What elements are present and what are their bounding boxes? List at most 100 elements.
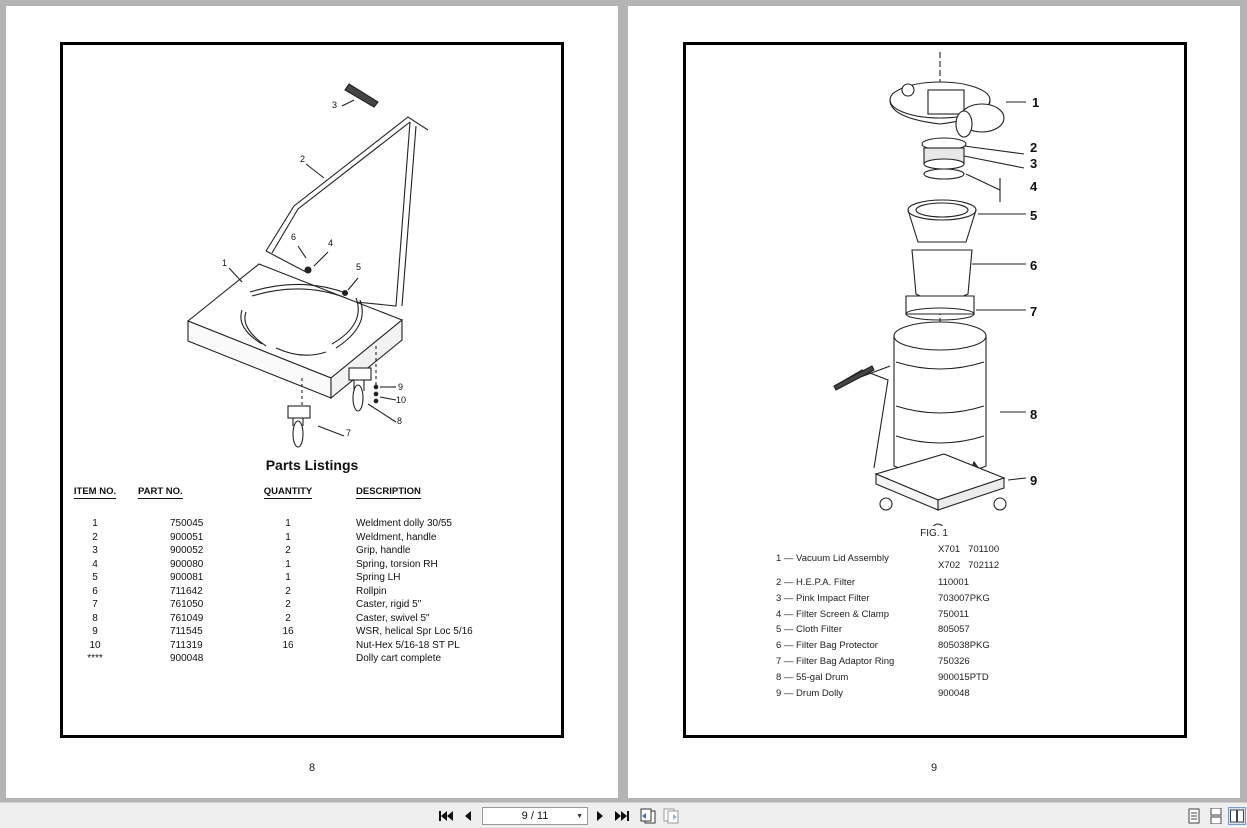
page-indicator: 9 / 11 <box>521 810 549 822</box>
prev-page-icon[interactable] <box>459 807 477 825</box>
header-part-no: PART NO. <box>138 486 183 499</box>
list-item-part-no: 750326 <box>938 655 970 667</box>
description-cell: Rollpin <box>356 585 387 597</box>
quantity-cell: 2 <box>285 612 291 624</box>
callout-1: 1 <box>1032 95 1039 110</box>
callout-9: 9 <box>1030 473 1037 488</box>
figure-caption: FIG. 1 <box>920 528 948 539</box>
list-item: 7 — Filter Bag Adaptor Ring 750326 <box>776 656 1136 672</box>
continuous-view-icon[interactable] <box>1207 807 1225 825</box>
description-cell: Caster, swivel 5" <box>356 612 430 624</box>
page-selector[interactable]: 9 / 11 ▼ <box>482 807 588 825</box>
last-page-icon[interactable] <box>613 807 631 825</box>
parts-table: ITEM NO. PART NO. QUANTITY DESCRIPTION 1… <box>52 486 498 666</box>
pdf-page-8: 1 2 3 4 5 6 7 8 9 10 Parts Listings ITEM… <box>6 6 618 798</box>
quantity-cell: 2 <box>285 545 291 556</box>
list-item-part-no: X701 701100 <box>938 544 1000 555</box>
first-page-icon[interactable] <box>437 807 455 825</box>
dolly-exploded-drawing: 1 2 3 4 5 6 7 8 9 10 <box>186 83 429 448</box>
description-cell: Spring LH <box>356 572 401 583</box>
list-item-part-no: 110001 <box>938 577 969 588</box>
quantity-cell: 1 <box>285 572 291 583</box>
single-page-view-icon[interactable] <box>1185 807 1203 825</box>
table-row: 6 711642 2 Rollpin <box>52 585 498 599</box>
go-back-icon[interactable] <box>639 807 657 825</box>
list-item: 9 — Drum Dolly 900048 <box>776 688 1136 704</box>
part-no-cell: 900051 <box>170 531 204 543</box>
list-item-part-no: 900015PTD <box>938 671 989 683</box>
list-item-label: 7 — Filter Bag Adaptor Ring <box>776 655 895 667</box>
page-number: 8 <box>308 762 316 774</box>
part-no-cell: 900081 <box>170 572 204 583</box>
list-item-part-no: 703007PKG <box>938 592 990 604</box>
item-no-cell: 1 <box>92 518 98 529</box>
page-border <box>60 42 564 738</box>
next-page-icon[interactable] <box>591 807 609 825</box>
description-cell: Dolly cart complete <box>356 653 442 664</box>
item-no-cell: 6 <box>92 585 98 597</box>
header-quantity: QUANTITY <box>263 486 313 499</box>
item-no-cell: 2 <box>92 531 98 543</box>
callout-2: 2 <box>1030 140 1037 155</box>
list-item-label: 1 — Vacuum Lid Assembly <box>776 553 889 564</box>
list-item: 2 — H.E.P.A. Filter 110001 <box>776 577 1136 593</box>
viewer-toolbar: 9 / 11 ▼ <box>0 802 1247 828</box>
list-item-part-no: X702 702112 <box>938 560 1000 571</box>
description-cell: Spring, torsion RH <box>356 558 438 570</box>
list-item-part-no: 805038PKG <box>938 640 990 652</box>
description-cell: WSR, helical Spr Loc 5/16 <box>356 626 473 637</box>
parts-listings-title: Parts Listings <box>265 457 359 473</box>
list-item-label: 2 — H.E.P.A. Filter <box>776 577 856 588</box>
callout-3: 3 <box>332 100 337 110</box>
description-cell: Weldment dolly 30/55 <box>356 518 452 529</box>
callout-6: 6 <box>291 232 296 242</box>
list-item-label: 4 — Filter Screen & Clamp <box>776 608 889 620</box>
list-item-part-no: 900048 <box>938 687 970 699</box>
callout-8: 8 <box>1030 407 1037 422</box>
description-cell: Weldment, handle <box>356 531 437 543</box>
quantity-cell <box>238 652 338 666</box>
list-item-label: 9 — Drum Dolly <box>776 687 844 699</box>
callout-4: 4 <box>328 238 333 248</box>
go-forward-icon[interactable] <box>662 807 680 825</box>
quantity-cell: 2 <box>285 585 291 597</box>
description-cell: Nut-Hex 5/16-18 ST PL <box>356 639 460 651</box>
list-item: 3 — Pink Impact Filter 703007PKG <box>776 593 1136 609</box>
chevron-down-icon: ▼ <box>576 813 583 820</box>
item-no-cell: 4 <box>92 558 98 570</box>
item-no-cell: **** <box>87 653 103 664</box>
list-item-label: 5 — Cloth Filter <box>776 624 842 636</box>
callout-9: 9 <box>398 382 403 392</box>
two-page-view-icon[interactable] <box>1228 807 1246 825</box>
item-no-cell: 9 <box>92 626 98 637</box>
callout-5: 5 <box>1030 208 1037 223</box>
part-no-cell: 711642 <box>170 585 203 597</box>
list-item-label: 3 — Pink Impact Filter <box>776 592 870 604</box>
quantity-cell: 16 <box>282 639 294 651</box>
page-border <box>683 42 1187 738</box>
part-no-cell: 711545 <box>170 626 203 637</box>
part-no-cell: 900080 <box>170 558 204 570</box>
part-no-cell: 761049 <box>170 612 204 624</box>
item-no-cell: 10 <box>89 639 101 651</box>
callout-7: 7 <box>346 428 351 438</box>
part-no-cell: 750045 <box>170 518 204 529</box>
vacuum-exploded-drawing: 1 2 3 4 5 6 7 8 9 <box>833 52 1039 526</box>
page-number: 9 <box>930 762 938 774</box>
callout-4: 4 <box>1030 179 1038 194</box>
callout-5: 5 <box>356 262 361 272</box>
item-no-cell: 3 <box>92 545 98 556</box>
